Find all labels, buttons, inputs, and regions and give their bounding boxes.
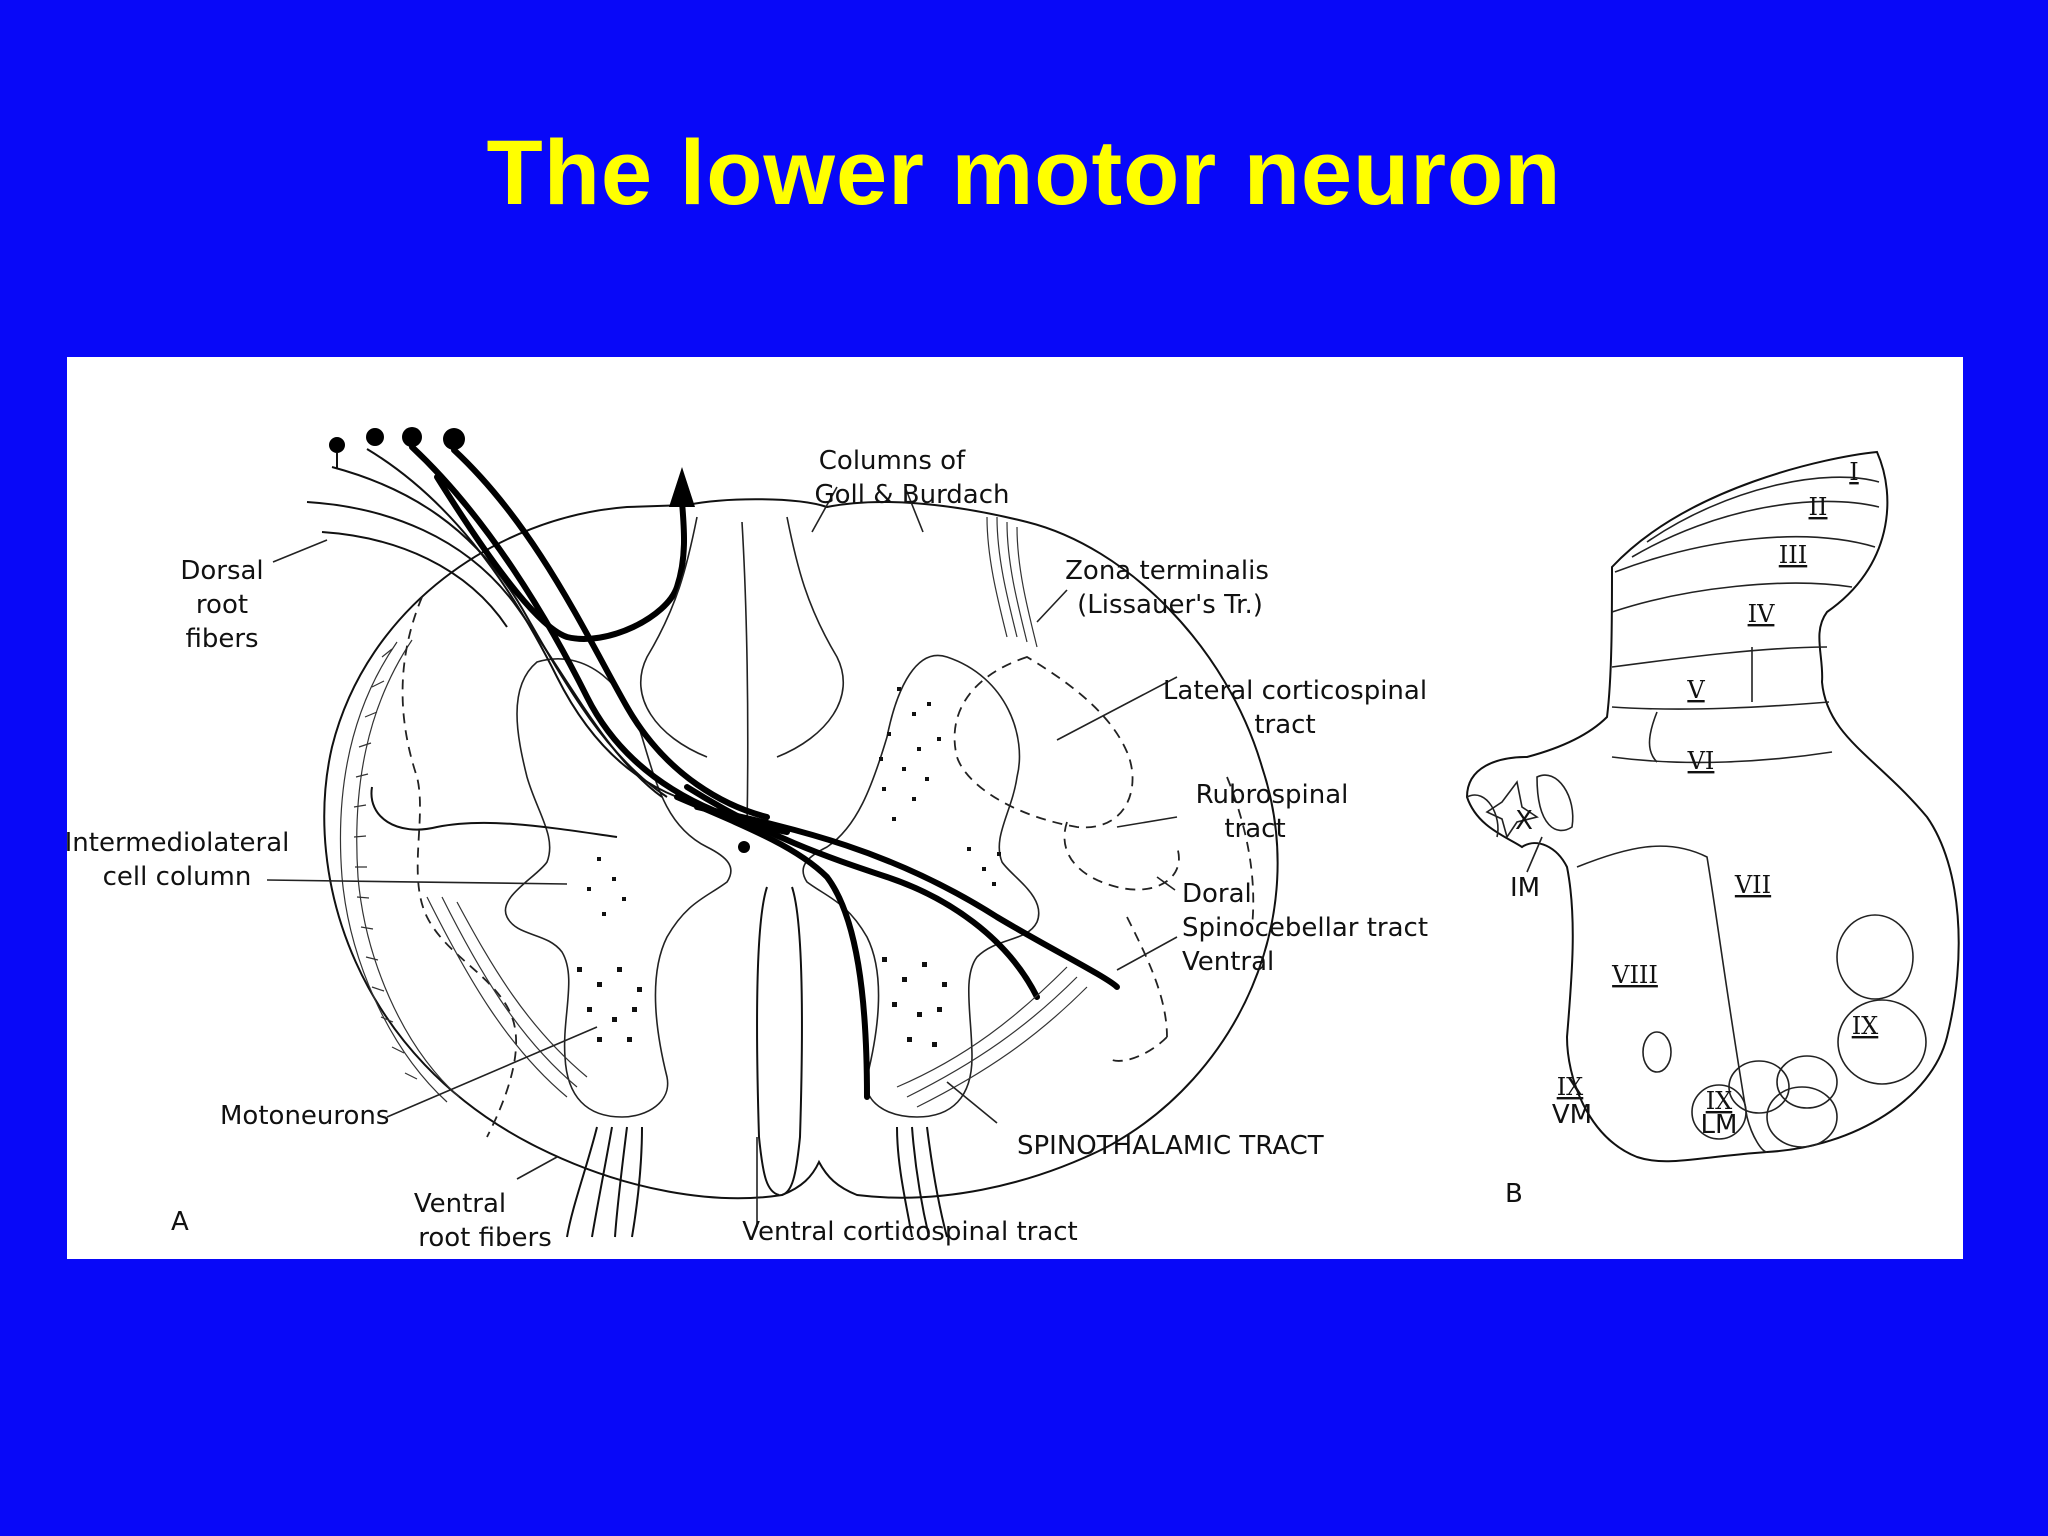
panel-b-drawing xyxy=(1465,450,1960,1163)
label-lateral-cs-2: tract xyxy=(1254,710,1315,740)
label-ix-vm-top: IX xyxy=(1557,1073,1584,1101)
label-ventral-root-2: root fibers xyxy=(418,1223,552,1253)
lamina-iv: IV xyxy=(1748,600,1775,628)
lamina-viii: VIII xyxy=(1611,961,1658,989)
label-ix-vm-bottom: VM xyxy=(1552,1100,1592,1130)
lamina-x: X xyxy=(1515,806,1533,836)
label-rubro-2: tract xyxy=(1224,814,1285,844)
label-spinothalamic: SPINOTHALAMIC TRACT xyxy=(1017,1131,1324,1161)
label-columns-1: Columns of xyxy=(819,446,966,476)
slide-title: The lower motor neuron xyxy=(486,122,1562,224)
lamina-vi: VI xyxy=(1687,747,1715,775)
label-dorsal-root-3: fibers xyxy=(185,624,258,654)
label-lateral-cs-1: Lateral corticospinal xyxy=(1163,676,1427,706)
label-rubro-1: Rubrospinal xyxy=(1196,780,1349,810)
label-ix-lm-bottom: LM xyxy=(1701,1110,1738,1140)
label-iml-2: cell column xyxy=(103,862,252,892)
label-ix-lm-top: IX xyxy=(1706,1087,1733,1115)
panel-a-drawing xyxy=(306,427,1279,1238)
panel-b-letter: B xyxy=(1505,1179,1523,1209)
label-spinocebellar: Spinocebellar tract xyxy=(1182,913,1428,943)
panel-a-letter: A xyxy=(171,1207,189,1237)
label-zona-2: (Lissauer's Tr.) xyxy=(1077,590,1263,620)
lamina-v: V xyxy=(1686,676,1705,704)
label-motoneurons: Motoneurons xyxy=(220,1101,389,1131)
spinal-cord-diagram: Dorsal root fibers Columns of Goll & Bur… xyxy=(67,427,1960,1253)
label-columns-2: Goll & Burdach xyxy=(814,480,1009,510)
lamina-ii: II xyxy=(1809,493,1828,521)
label-iml-1: Intermediolateral xyxy=(67,828,289,858)
label-dorsal-root-2: root xyxy=(196,590,248,620)
figure-panel: Dorsal root fibers Columns of Goll & Bur… xyxy=(67,357,1963,1259)
label-im: IM xyxy=(1510,873,1540,903)
label-ventral: Ventral xyxy=(1182,947,1274,977)
lamina-ix: IX xyxy=(1852,1012,1879,1040)
lamina-i: I xyxy=(1849,458,1858,486)
lamina-vii: VII xyxy=(1734,871,1771,899)
label-ventral-root-1: Ventral xyxy=(414,1189,506,1219)
label-dorsal-root-1: Dorsal xyxy=(180,556,263,586)
label-zona-1: Zona terminalis xyxy=(1065,556,1269,586)
label-ventral-cs: Ventral corticospinal tract xyxy=(742,1217,1078,1247)
lamina-iii: III xyxy=(1779,541,1807,569)
label-doral: Doral xyxy=(1182,879,1252,909)
panel-a-leader-lines xyxy=(266,486,1178,1227)
